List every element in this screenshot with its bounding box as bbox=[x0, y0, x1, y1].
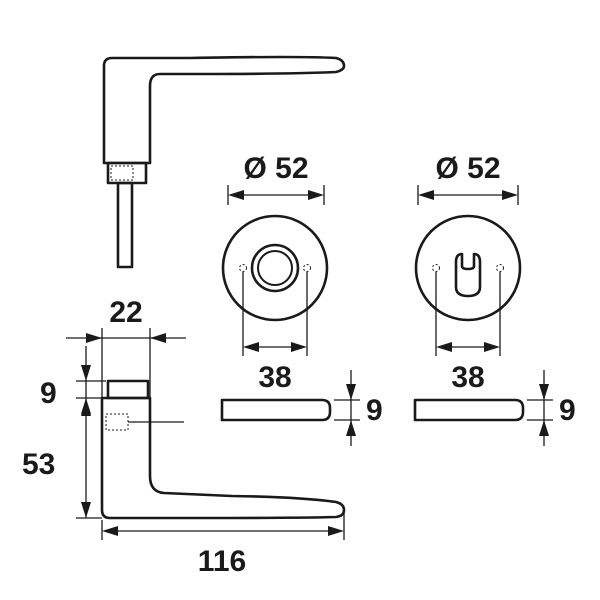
handle-side-view bbox=[100, 379, 346, 520]
handle-length-label: 116 bbox=[198, 545, 246, 578]
plain-rose-diameter-dimension: Ø 52 bbox=[227, 152, 325, 205]
keyhole-rose-hole-spacing-dimension: 38 bbox=[435, 272, 501, 394]
spindle-width-label: 22 bbox=[109, 296, 142, 329]
handle-top-lever bbox=[102, 55, 346, 165]
collar-height-label: 9 bbox=[40, 377, 57, 410]
plain-rose-hole-spacing-dimension: 38 bbox=[242, 272, 308, 394]
plain-rose-thickness-dimension: 9 bbox=[334, 370, 383, 446]
keyhole-rose-screw-hole-left bbox=[432, 264, 440, 272]
keyhole-rose-hole-spacing-label: 38 bbox=[451, 361, 484, 394]
handle-height-dimension: 53 bbox=[22, 400, 102, 519]
collar-height-dimension: 9 bbox=[40, 346, 106, 414]
keyhole-rose-key-slot bbox=[454, 252, 482, 298]
keyhole-rose-screw-hole-right bbox=[496, 264, 504, 272]
plain-rose-hole-spacing-label: 38 bbox=[258, 361, 291, 394]
plain-rose-diameter-label: Ø 52 bbox=[243, 152, 308, 185]
keyhole-rose-side-view bbox=[413, 398, 525, 422]
handle-top-spindle bbox=[116, 181, 134, 269]
keyhole-rose-thickness-label: 9 bbox=[559, 394, 576, 427]
keyhole-rose bbox=[414, 214, 522, 322]
handle-height-label: 53 bbox=[22, 448, 55, 481]
plain-rose-outline bbox=[221, 214, 329, 322]
plain-rose-screw-hole-left bbox=[239, 264, 247, 272]
keyhole-rose-diameter-label: Ø 52 bbox=[435, 152, 500, 185]
plain-rose bbox=[221, 214, 329, 322]
plain-rose-side-view bbox=[220, 398, 332, 422]
plain-rose-thickness-label: 9 bbox=[366, 394, 383, 427]
keyhole-rose-diameter-dimension: Ø 52 bbox=[417, 152, 519, 205]
handle-top-view bbox=[102, 55, 346, 269]
handle-side-lever bbox=[100, 396, 346, 520]
plain-rose-spindle-hole bbox=[250, 243, 300, 293]
handle-side-collar bbox=[106, 379, 150, 400]
keyhole-rose-outline bbox=[414, 214, 522, 322]
spindle-width-dimension: 22 bbox=[66, 296, 186, 398]
handle-length-dimension: 116 bbox=[101, 512, 345, 578]
plain-rose-screw-hole-right bbox=[303, 264, 311, 272]
keyhole-rose-thickness-dimension: 9 bbox=[527, 370, 576, 446]
